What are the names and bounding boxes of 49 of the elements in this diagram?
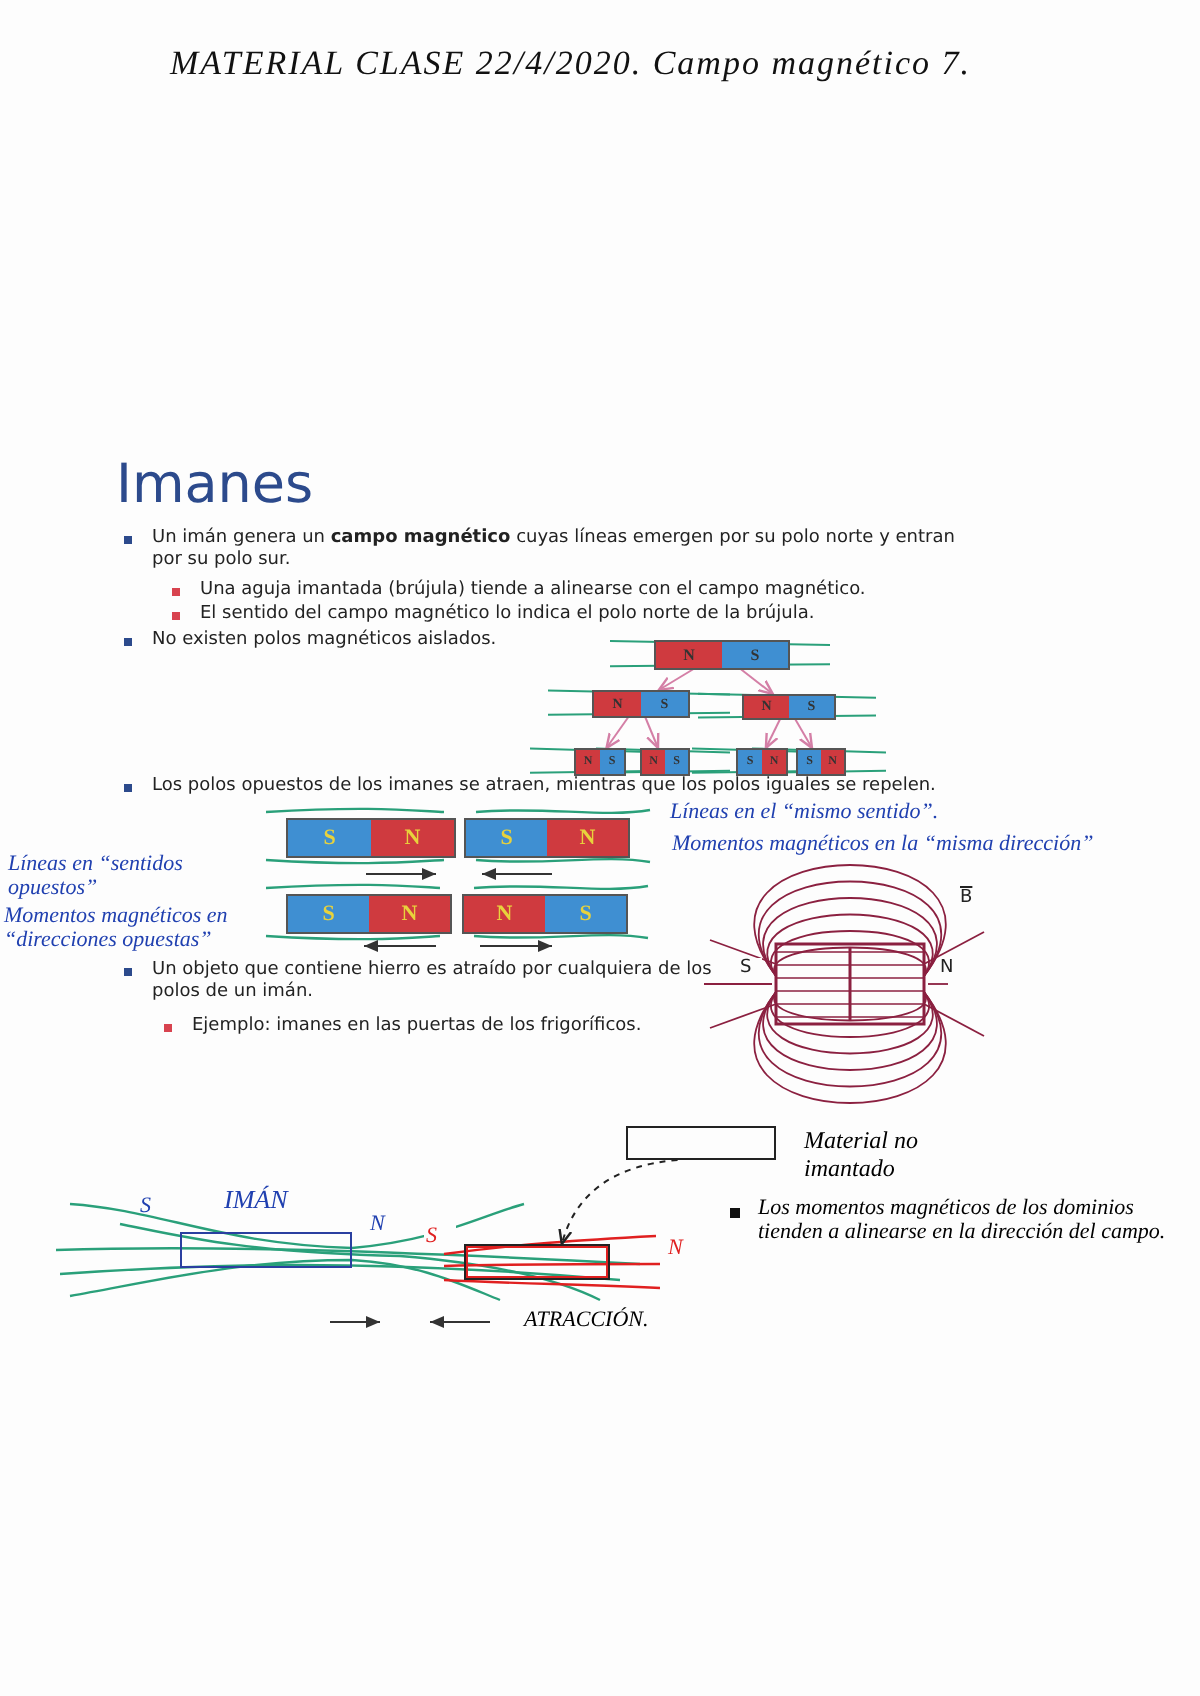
handwritten-note: Líneas en el “mismo sentido”. [670, 800, 941, 824]
pole-letter: S [321, 824, 338, 854]
handwritten-note: Los momentos magnéticos de los dominios tienden a alinearse en la dirección del campo. [730, 1196, 1178, 1244]
bar-magnet [796, 748, 846, 776]
pole-letter: N [494, 900, 515, 930]
pole-letter: S [320, 900, 337, 930]
bullet-text: El sentido del campo magnético lo indica el polo norte de la brújula. [172, 604, 1040, 626]
pole-letter: S [577, 900, 594, 930]
vector-label: B [960, 888, 975, 910]
arrow [735, 665, 775, 696]
beside-text: Material no imantado [804, 1126, 920, 1182]
pole-letter: N [402, 824, 423, 854]
pole-letter: N [577, 824, 598, 854]
pole-label: S [140, 1194, 153, 1218]
pole-letter: S [748, 644, 762, 668]
bullet-text: Un imán genera un campo magnético cuyas líneas emergen por su polo norte y entran por su polo sur. [124, 528, 972, 572]
bar-magnet [592, 690, 690, 718]
pole-label: S [424, 1224, 456, 1248]
bar-magnet [462, 894, 628, 934]
bullet-text: No existen polos magnéticos aislados. [124, 630, 652, 652]
bar-magnet [742, 694, 836, 720]
handwritten-note: Momentos magnéticos en “direcciones opuestas” [4, 904, 230, 952]
bar-magnet [286, 894, 452, 934]
arrow [642, 713, 660, 750]
pole-letter: N [681, 644, 697, 668]
pole-label: N [370, 1212, 388, 1236]
bullet-text: Una aguja imantada (brújula) tiende a alinearse con el campo magnético. [172, 580, 1040, 602]
pole-letter: N [399, 900, 420, 930]
arrow [605, 713, 632, 750]
bar-magnet [286, 818, 456, 858]
handwritten-note: Momentos magnéticos en la “misma dirección” [672, 832, 1096, 856]
arrow [764, 715, 783, 750]
bar-magnet [654, 640, 790, 670]
bar-magnet [736, 748, 788, 776]
arrow [792, 715, 814, 750]
handwritten-note: ATRACCIÓN. [524, 1308, 651, 1332]
handwritten-note: Líneas en “sentidos opuestos” [8, 852, 185, 900]
arrow [559, 1159, 679, 1246]
bar-magnet [464, 818, 630, 858]
pole-label: N [668, 1236, 686, 1260]
bullet-text: Un objeto que contiene hierro es atraído por cualquiera de los polos de un imán. [124, 960, 712, 1004]
slide-title: Imanes [116, 456, 316, 516]
bullet-text: Ejemplo: imanes en las puertas de los frigoríficos. [164, 1016, 792, 1038]
bar-magnet [640, 748, 690, 776]
bullet-text: Los polos opuestos de los imanes se atraen, mientras que los polos iguales se repelen. [124, 776, 992, 798]
magnet-label: IMÁN [224, 1184, 288, 1216]
bar-magnet [574, 748, 626, 776]
page-header: MATERIAL CLASE 22/4/2020. Campo magnético 7. [170, 44, 974, 84]
pole-letter: S [498, 824, 515, 854]
